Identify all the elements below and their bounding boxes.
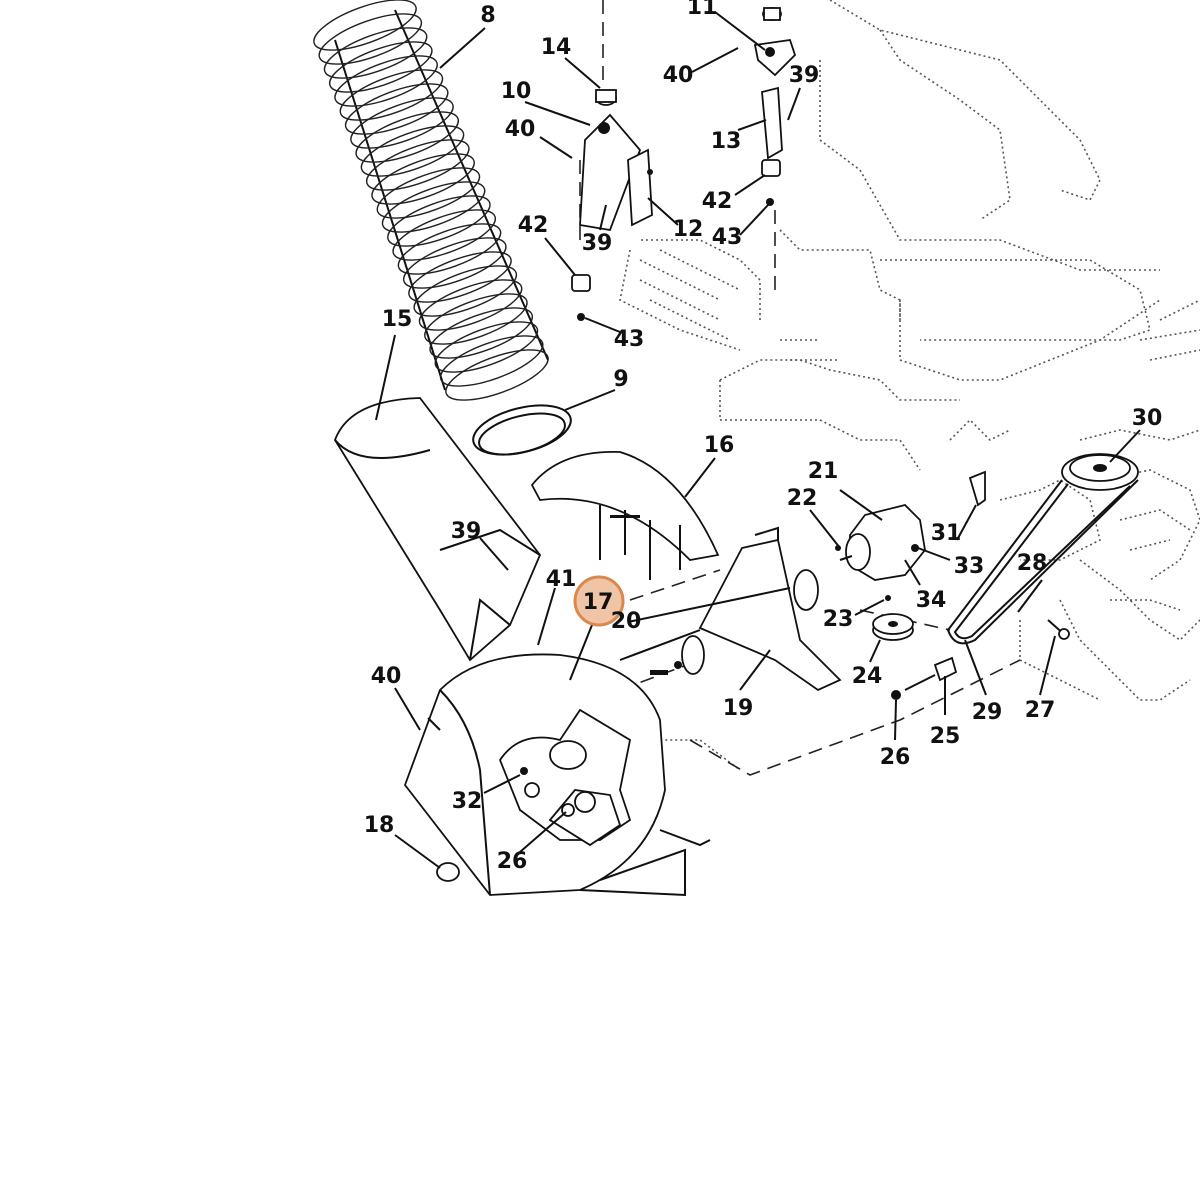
- callout-27[interactable]: 27: [1025, 698, 1056, 723]
- callout-42[interactable]: 42: [702, 189, 733, 214]
- callout-40[interactable]: 40: [371, 664, 402, 689]
- leader-lines: [375, 11, 1141, 869]
- part-21-gearbox: [835, 504, 926, 581]
- callout-29[interactable]: 29: [972, 700, 1003, 725]
- hose-ring: [334, 55, 438, 107]
- callout-34[interactable]: 34: [916, 588, 947, 613]
- callout-18[interactable]: 18: [364, 813, 395, 838]
- hose-ring: [365, 139, 470, 191]
- hose-ring: [339, 69, 444, 121]
- part-9-clamp: [472, 404, 572, 456]
- callout-39[interactable]: 39: [789, 63, 820, 88]
- callout-40[interactable]: 40: [505, 117, 536, 142]
- highlight-marker[interactable]: [573, 575, 625, 627]
- callout-33[interactable]: 33: [954, 554, 985, 579]
- part-26-nut: [891, 690, 901, 700]
- callout-43[interactable]: 43: [614, 327, 645, 352]
- callout-16[interactable]: 16: [704, 433, 735, 458]
- callout-42[interactable]: 42: [518, 213, 549, 238]
- callout-12[interactable]: 12: [673, 217, 704, 242]
- callout-31[interactable]: 31: [931, 521, 962, 546]
- hose-ring: [445, 349, 549, 401]
- callout-40[interactable]: 40: [663, 63, 694, 88]
- hose-ring: [434, 321, 539, 373]
- hose-ring: [429, 307, 534, 359]
- callout-13[interactable]: 13: [711, 129, 742, 154]
- part-30-pulley: [1061, 453, 1139, 491]
- callout-11[interactable]: 11: [687, 0, 718, 20]
- callout-28[interactable]: 28: [1017, 551, 1048, 576]
- hose-ring: [318, 13, 423, 65]
- hose-ring: [408, 251, 512, 303]
- callout-14[interactable]: 14: [541, 35, 572, 60]
- callout-15[interactable]: 15: [382, 307, 413, 332]
- hose-ring: [424, 293, 528, 345]
- hose-ring: [402, 237, 507, 289]
- callout-26[interactable]: 26: [497, 849, 528, 874]
- part-24-pulley: [872, 595, 914, 641]
- callout-23[interactable]: 23: [823, 607, 854, 632]
- part-25-bolt: [904, 656, 958, 691]
- callout-26[interactable]: 26: [880, 745, 911, 770]
- part-31-bracket: [968, 470, 986, 507]
- callout-43[interactable]: 43: [712, 225, 743, 250]
- callout-8[interactable]: 8: [480, 3, 495, 28]
- part-12-plate: [627, 148, 653, 227]
- callout-20[interactable]: 20: [611, 609, 642, 634]
- hose-ring: [371, 153, 475, 205]
- hose-ring: [418, 279, 523, 331]
- hose-ring: [350, 97, 454, 149]
- callout-9[interactable]: 9: [613, 367, 628, 392]
- part-15-chute: [334, 397, 542, 662]
- part-20-shaft: [619, 569, 819, 675]
- tractor-outline: [619, 0, 1200, 771]
- hose-ring: [439, 335, 544, 387]
- callout-39[interactable]: 39: [582, 231, 613, 256]
- callout-labels: 8 11 14 40 39 10 40 13 42 12 39 43 42 43…: [364, 0, 1163, 874]
- hose-ring: [376, 167, 481, 219]
- callout-24[interactable]: 24: [852, 664, 883, 689]
- hose-ring: [387, 195, 491, 247]
- callout-30[interactable]: 30: [1132, 406, 1163, 431]
- hose-ring: [323, 27, 428, 79]
- hose-ring: [313, 0, 417, 51]
- hose-ring: [381, 181, 486, 233]
- part-16-deflector: [530, 451, 720, 580]
- hose-ring: [392, 209, 497, 261]
- hose-ring: [360, 125, 465, 177]
- hose-ring: [413, 265, 518, 317]
- hose-ring: [344, 83, 449, 135]
- callout-10[interactable]: 10: [501, 79, 532, 104]
- callout-17[interactable]: 17: [583, 590, 614, 615]
- part-18-knob: [436, 862, 460, 882]
- hose-ring: [355, 111, 460, 163]
- part-29-belt: [946, 479, 1139, 645]
- callout-39[interactable]: 39: [451, 519, 482, 544]
- part-17-housing: [403, 653, 711, 897]
- callout-21[interactable]: 21: [808, 459, 839, 484]
- callout-25[interactable]: 25: [930, 724, 961, 749]
- part-8-hose: [313, 0, 549, 401]
- part-13-strap: [761, 86, 783, 160]
- part-27-bolt: [1047, 619, 1070, 640]
- hose-ring: [397, 223, 502, 275]
- callout-22[interactable]: 22: [787, 486, 818, 511]
- hose-ring: [328, 41, 433, 93]
- callout-19[interactable]: 19: [723, 696, 754, 721]
- part-42-bumper-lower: [571, 274, 591, 321]
- part-19-plate: [698, 526, 842, 692]
- part-42-bumper-upper: [761, 159, 781, 206]
- part-10-bracket: [579, 89, 642, 232]
- callout-32[interactable]: 32: [452, 789, 483, 814]
- callout-41[interactable]: 41: [546, 567, 577, 592]
